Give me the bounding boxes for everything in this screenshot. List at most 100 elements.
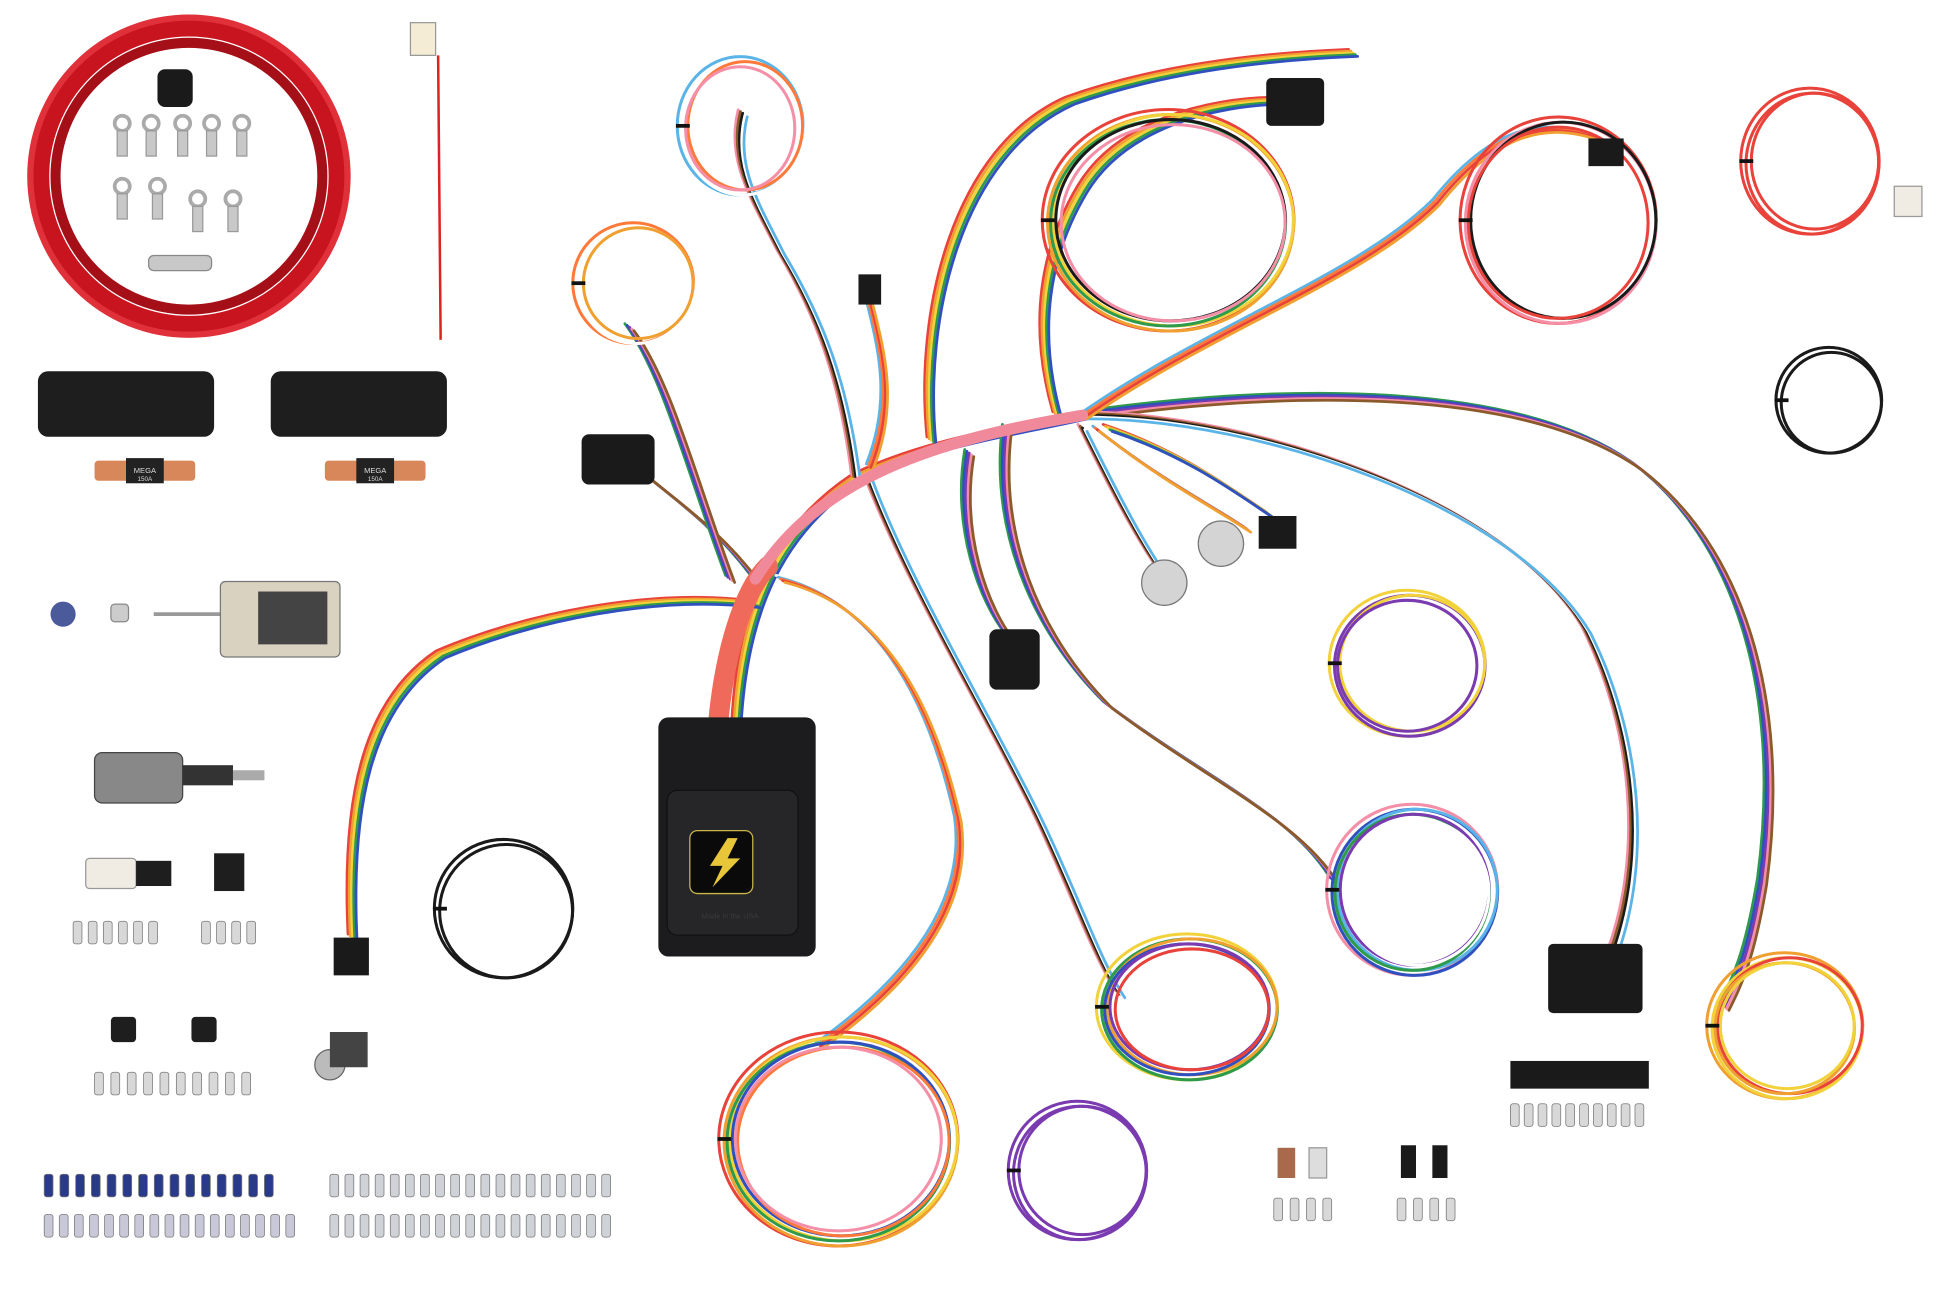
spade-terminal [231, 920, 241, 945]
connector-black [110, 1016, 137, 1043]
wire [925, 49, 1353, 441]
wire [347, 597, 755, 938]
connector-multi-pin [581, 434, 655, 485]
wire-coil [684, 65, 797, 192]
pin-terminal [1565, 1103, 1575, 1127]
fuse-rating: 150A [368, 476, 383, 483]
ring-terminal [285, 1214, 296, 1238]
connector-black [136, 860, 172, 887]
female-spade-terminal [601, 1173, 611, 1198]
battery-cable-coil [27, 14, 351, 338]
female-spade-terminal [495, 1214, 506, 1238]
spade-terminal [118, 920, 128, 945]
wire [632, 329, 737, 584]
ring-terminal [236, 130, 248, 157]
female-spade-terminal [420, 1173, 430, 1198]
connector-housing [1432, 1145, 1448, 1178]
female-spade-terminal [329, 1173, 340, 1198]
wire-coil [1335, 598, 1479, 733]
female-spade-terminal [525, 1173, 536, 1198]
ring-terminal [116, 130, 128, 157]
female-spade-terminal [435, 1214, 445, 1238]
wire [352, 601, 759, 941]
connector-housing [1277, 1147, 1296, 1178]
spade-terminal [126, 1071, 137, 1096]
pin-terminal [1606, 1103, 1617, 1127]
lightning-logo-icon [709, 838, 741, 888]
ring-terminal [116, 193, 128, 220]
wire-coil [733, 1045, 943, 1233]
female-spade-terminal [510, 1173, 521, 1198]
fuse-rating: 150A [138, 476, 153, 483]
wire [645, 474, 762, 584]
spade-terminal [1429, 1197, 1440, 1222]
ring-terminal [227, 205, 239, 233]
spade-terminal [1306, 1197, 1316, 1222]
spade-terminal [110, 1071, 121, 1096]
female-spade-terminal [571, 1173, 581, 1198]
wire [927, 51, 1355, 442]
female-spade-terminal [359, 1173, 370, 1198]
spade-terminal [133, 920, 143, 945]
wire [930, 53, 1357, 444]
ring-terminal [179, 1214, 190, 1238]
butt-connector [248, 1173, 258, 1198]
box-imprint: Made in the USA [702, 912, 760, 921]
connector-black [989, 629, 1040, 690]
female-spade-terminal [344, 1214, 355, 1238]
wire [1110, 430, 1278, 521]
connector-white [1893, 185, 1923, 218]
wire [1085, 417, 1639, 962]
butt-connector [122, 1173, 133, 1198]
female-spade-terminal [389, 1173, 400, 1198]
wire [871, 304, 889, 471]
connector-black [1588, 138, 1624, 167]
headlight-switch [50, 580, 341, 658]
butt-connector [201, 1173, 211, 1198]
wire [1045, 101, 1288, 419]
spade-terminal [1396, 1197, 1407, 1222]
wire [1038, 95, 1281, 414]
female-spade-terminal [450, 1173, 460, 1198]
female-spade-terminal [420, 1214, 430, 1238]
wire-coil [1779, 350, 1883, 455]
wire-coil [1466, 125, 1650, 320]
wire [1085, 130, 1605, 421]
ring-terminal [205, 130, 218, 157]
spade-terminal [87, 920, 98, 945]
spade-terminal [102, 920, 113, 945]
mega-fuse-holder-1: MEGA 150A [37, 371, 215, 484]
wire [867, 300, 885, 468]
female-spade-terminal [525, 1214, 536, 1238]
ring-terminal [192, 205, 204, 233]
wire [1098, 430, 1253, 534]
pin-terminal [1620, 1103, 1631, 1127]
connector-black [214, 853, 245, 892]
ring-terminal [149, 1214, 160, 1238]
ring-terminal [240, 1214, 250, 1238]
spade-terminal [1273, 1197, 1283, 1222]
female-spade-terminal [510, 1214, 521, 1238]
ring-terminal [176, 130, 189, 157]
wire [1007, 430, 1341, 886]
ring-terminal [194, 1214, 205, 1238]
ring-terminal [255, 1214, 265, 1238]
wire [354, 603, 762, 943]
female-spade-terminal [540, 1214, 551, 1238]
connector-black [191, 1016, 217, 1043]
terminal-boot-icon [157, 69, 193, 107]
fuse-label: MEGA [134, 466, 157, 475]
spade-terminal [225, 1071, 235, 1096]
wire [1040, 97, 1283, 415]
pin-terminal [1593, 1103, 1603, 1127]
ring-terminal [104, 1214, 114, 1238]
spade-terminal [216, 920, 226, 945]
spade-terminal [1322, 1197, 1333, 1222]
terminal-assortment [43, 920, 1645, 1238]
wire [1083, 129, 1603, 419]
wire-coil [1113, 947, 1271, 1072]
spade-terminal [148, 920, 158, 945]
wire [1085, 430, 1164, 572]
ring-terminal-set [112, 113, 252, 233]
